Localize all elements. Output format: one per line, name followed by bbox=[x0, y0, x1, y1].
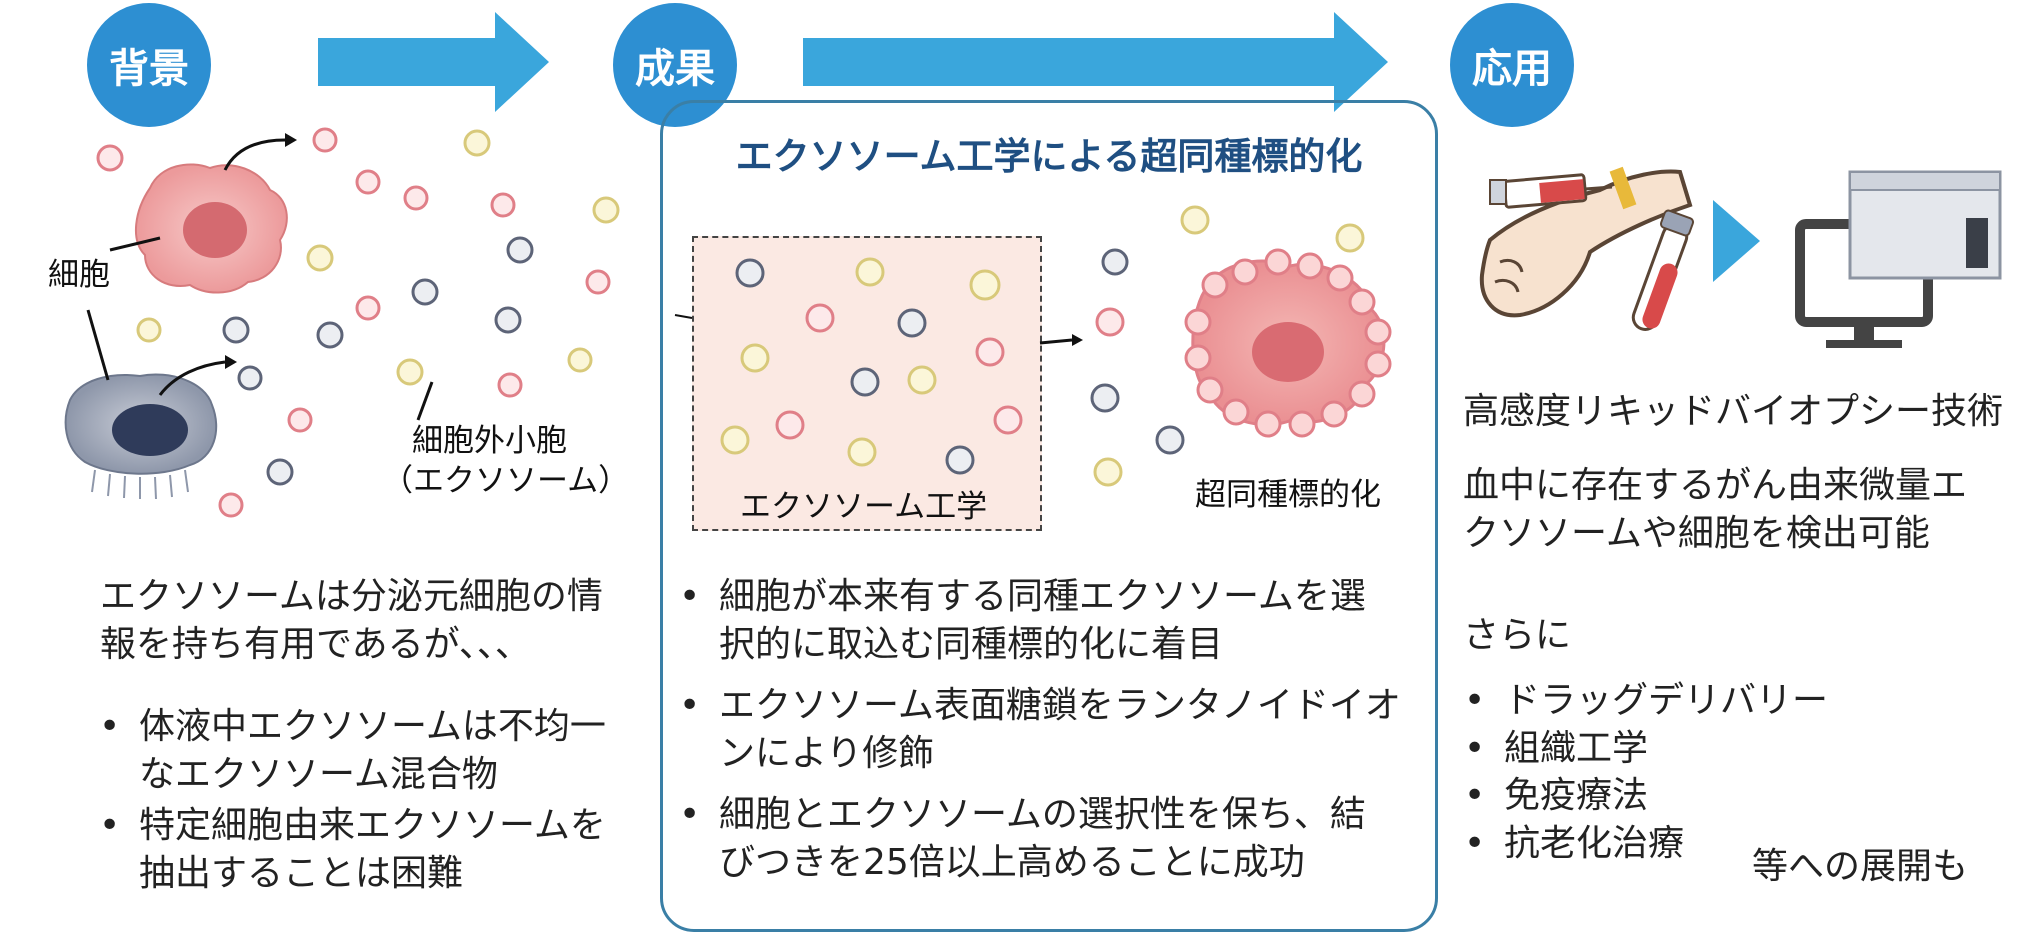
application-illustration bbox=[1479, 166, 2002, 348]
targeting-label: 超同種標的化 bbox=[1195, 477, 1381, 513]
result-bullet-3-line1: 細胞とエクソソームの選択性を保ち、結 bbox=[719, 794, 1366, 836]
exosome-dots bbox=[96, 127, 620, 518]
target-cell-nucleus bbox=[1252, 322, 1324, 382]
targeting-exosomes bbox=[1090, 205, 1365, 487]
application-desc-line1: 血中に存在するがん由来微量エ bbox=[1463, 465, 1968, 506]
result-bullet-2-line1: エクソソーム表面糖鎖をランタノイドイオ bbox=[719, 685, 1401, 727]
application-desc-line2: クソソームや細胞を検出可能 bbox=[1463, 512, 1930, 554]
background-bullet-2-line1: 特定細胞由来エクソソームを bbox=[139, 805, 606, 847]
background-illustration bbox=[64, 127, 620, 518]
arm-icon bbox=[1479, 166, 1693, 318]
application-item-2: 組織工学 bbox=[1460, 725, 1940, 773]
cell-label: 細胞 bbox=[48, 257, 110, 293]
release-arrow-1-head bbox=[285, 133, 297, 147]
application-desc: 血中に存在するがん由来微量エ クソソームや細胞を検出可能 bbox=[1463, 462, 1967, 557]
engineering-in-line bbox=[674, 314, 693, 319]
result-bullet-1-line2: 択的に取込む同種標的化に着目 bbox=[719, 623, 1224, 665]
application-item-4: 抗老化治療 bbox=[1460, 820, 1940, 868]
engineered-exosomes bbox=[720, 257, 1023, 475]
engineering-label: エクソソーム工学 bbox=[740, 489, 988, 525]
background-bullet-1-line1: 体液中エクソソームは不均一 bbox=[139, 706, 606, 747]
badge-background-label: 背景 bbox=[109, 46, 189, 92]
result-title: エクソソーム工学による超同種標的化 bbox=[735, 135, 1363, 178]
result-bullet-3-line2: びつきを25倍以上高めることに成功 bbox=[719, 841, 1305, 883]
analyzer-icon bbox=[1848, 170, 2002, 280]
result-panel bbox=[660, 100, 1438, 932]
syringe-icon bbox=[1489, 173, 1613, 209]
application-list: ドラッグデリバリー 組織工学 免疫療法 抗老化治療 bbox=[1460, 677, 1940, 867]
application-arrow bbox=[1713, 200, 1760, 282]
application-item-1: ドラッグデリバリー bbox=[1460, 677, 1940, 725]
grey-cell-cilia bbox=[91, 469, 189, 500]
background-bullet-1-line2: なエクソソーム混合物 bbox=[139, 753, 498, 795]
release-arrow-2 bbox=[158, 360, 226, 396]
badge-application: 応用 bbox=[1450, 3, 1574, 127]
pink-cell-nucleus bbox=[183, 202, 247, 258]
release-arrow-2-head bbox=[225, 355, 237, 369]
badge-result-label: 成果 bbox=[635, 46, 715, 92]
result-illustration bbox=[674, 205, 1392, 487]
bound-exosomes bbox=[1184, 248, 1392, 438]
exosome-label-line1: 細胞外小胞 bbox=[412, 423, 567, 459]
background-bullet-2-line2: 抽出することは困難 bbox=[139, 852, 464, 894]
blood-tube-icon bbox=[1631, 209, 1695, 331]
application-heading: 高感度リキッドバイオプシー技術 bbox=[1463, 391, 2004, 432]
cell-leader-1 bbox=[109, 236, 161, 252]
cell-leader-2 bbox=[86, 309, 110, 381]
badge-background: 背景 bbox=[87, 3, 211, 127]
application-more: さらに bbox=[1463, 615, 1572, 656]
engineering-out-arrow bbox=[1039, 338, 1073, 345]
exosome-leader bbox=[416, 381, 434, 421]
exosome-label-line2: （エクソソーム） bbox=[382, 463, 630, 499]
background-intro-line2: 報を持ち有用であるが、、、 bbox=[100, 623, 531, 665]
result-bullet-1-line1: 細胞が本来有する同種エクソソームを選 bbox=[719, 576, 1366, 617]
grey-cell-nucleus bbox=[112, 404, 188, 456]
application-item-3: 免疫療法 bbox=[1460, 772, 1940, 820]
background-intro: エクソソームは分泌元細胞の情 報を持ち有用であるが、、、 bbox=[100, 573, 603, 668]
application-tail: 等への展開も bbox=[1752, 846, 1969, 887]
background-intro-line1: エクソソームは分泌元細胞の情 bbox=[100, 576, 603, 617]
engineering-out-arrow-head bbox=[1072, 334, 1083, 346]
result-bullet-2-line2: ンにより修飾 bbox=[719, 732, 935, 774]
release-arrow-1 bbox=[223, 138, 286, 171]
badge-application-label: 応用 bbox=[1472, 46, 1552, 92]
